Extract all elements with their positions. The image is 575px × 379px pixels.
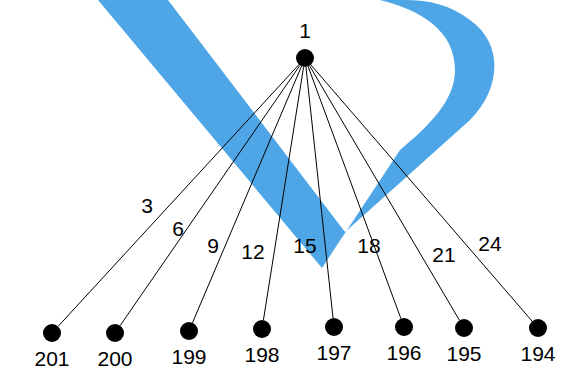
edge-weight: 24: [478, 233, 501, 254]
edge-weight: 9: [207, 235, 219, 256]
vertex-label: 197: [316, 342, 351, 363]
edge-weight: 3: [141, 195, 153, 216]
graph-vertex: [43, 324, 61, 342]
graph-vertex: [455, 319, 473, 337]
graph-vertex: [529, 319, 547, 337]
edge-line: [306, 67, 333, 318]
vertex-label: 1: [299, 20, 311, 41]
graph-vertex: [395, 318, 413, 336]
vertex-label: 199: [171, 346, 206, 367]
edge-line: [120, 65, 300, 325]
edge-line: [193, 66, 302, 322]
vertex-label: 195: [446, 343, 481, 364]
watermark-shape: [98, 0, 345, 268]
edge-line: [308, 66, 401, 318]
vertex-label: 194: [520, 343, 555, 364]
graph-vertex: [253, 320, 271, 338]
vertex-label: 198: [244, 344, 279, 365]
edge-weight: 21: [432, 244, 455, 265]
edge-line: [311, 65, 532, 321]
edge-line: [263, 67, 303, 320]
edge-weight: 15: [293, 235, 316, 256]
watermark-shape: [322, 0, 494, 268]
edge-line: [58, 65, 299, 327]
edge-weight: 12: [241, 241, 264, 262]
edge-weight: 6: [172, 218, 184, 239]
edge-weight: 18: [357, 235, 380, 256]
graph-vertex: [296, 49, 314, 67]
graph-vertex: [180, 322, 198, 340]
edge-line: [310, 66, 460, 320]
graph-vertex: [106, 324, 124, 342]
vertex-label: 200: [97, 348, 132, 369]
graph-vertex: [325, 318, 343, 336]
vertex-label: 201: [34, 348, 69, 369]
vertex-label: 196: [386, 342, 421, 363]
